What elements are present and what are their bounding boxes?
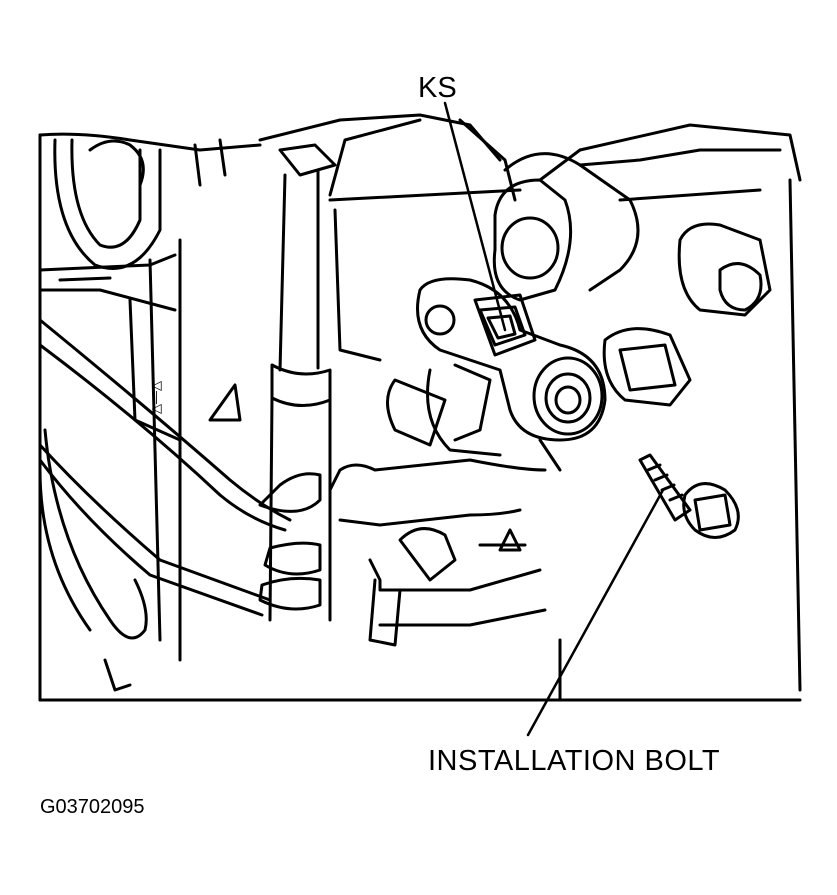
right-bolts bbox=[602, 222, 772, 407]
ks-leader-line bbox=[443, 101, 507, 332]
installation-bolt-leader-line bbox=[526, 488, 665, 737]
installation-bolt bbox=[638, 453, 740, 539]
figure-code: G03702095 bbox=[40, 796, 145, 818]
upper-hoses bbox=[53, 138, 227, 270]
vertical-pipe bbox=[268, 143, 337, 622]
upper-fitting bbox=[492, 148, 782, 302]
knock-sensor-assembly bbox=[386, 277, 607, 472]
installation-bolt-label: INSTALLATION BOLT bbox=[428, 745, 721, 777]
engine-casting-stamp: △—△ bbox=[148, 381, 163, 414]
left-hoses bbox=[38, 318, 292, 640]
lower-hoses bbox=[258, 458, 547, 647]
knock-sensor-label: KS bbox=[418, 72, 457, 104]
casting-marks bbox=[103, 383, 527, 692]
engine-block bbox=[38, 113, 802, 702]
